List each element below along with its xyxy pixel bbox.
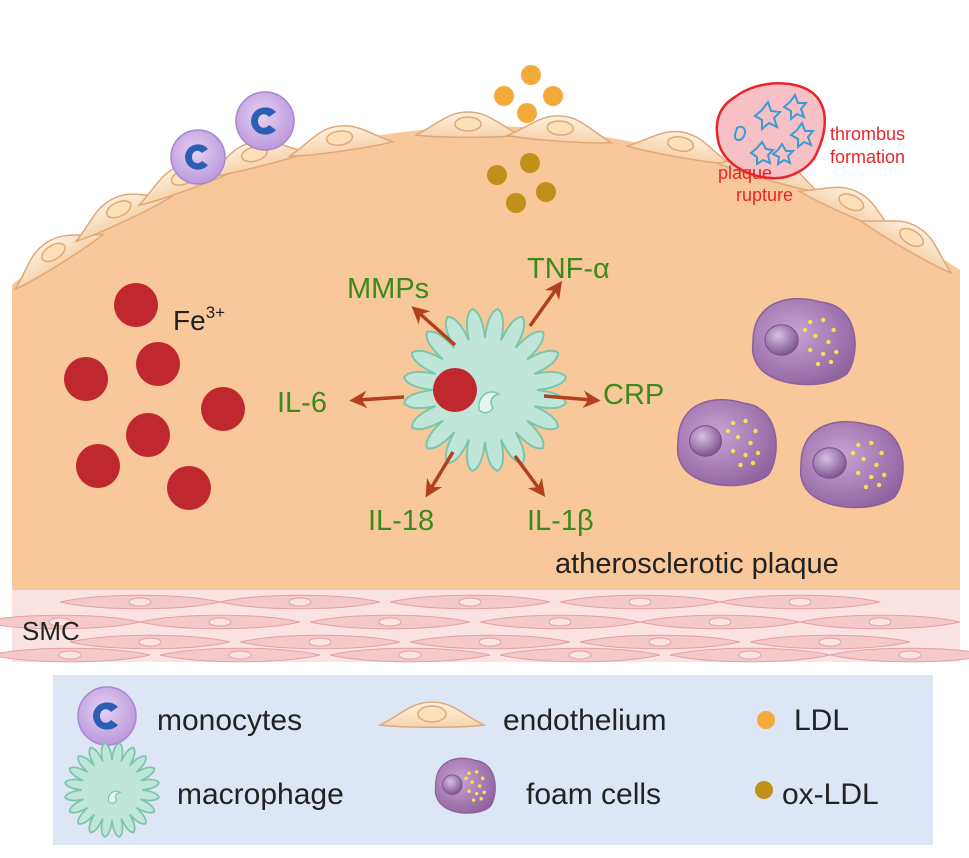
- arrow-il1b: [513, 454, 546, 498]
- thrombus: [715, 82, 826, 180]
- smc-cell: [829, 647, 969, 663]
- label-il1b: IL-1β: [527, 505, 594, 537]
- oxldl-particles: [487, 153, 556, 213]
- legend-foam-cells-text: foam cells: [526, 778, 661, 811]
- legend-endothelium-text: endothelium: [503, 704, 666, 737]
- legend-ldl-icon: [757, 711, 775, 729]
- label-mmps: MMPs: [347, 273, 429, 305]
- legend-endothelium-icon: [377, 701, 487, 728]
- smc-cell: [0, 647, 151, 663]
- monocyte-1: [170, 129, 226, 185]
- foam-cell-3: [799, 420, 904, 509]
- label-tnf: TNF-α: [527, 253, 610, 285]
- arrow-il6: [349, 390, 405, 409]
- legend-ldl-text: LDL: [794, 704, 849, 737]
- smc-cell: [479, 614, 641, 630]
- smc-cell: [499, 647, 661, 663]
- label-il6: IL-6: [277, 387, 327, 419]
- legend-macrophage-icon: [64, 742, 160, 838]
- arrow-tnf: [528, 280, 563, 328]
- rupture-label-line1: plaque: [718, 163, 772, 183]
- cytokine-arrows: [349, 280, 601, 498]
- ldl-particles: [494, 65, 563, 123]
- smc-cells: [0, 594, 969, 663]
- label-crp: CRP: [603, 379, 664, 411]
- foam-cell-2: [676, 398, 777, 487]
- legend-oxldl-icon: [755, 781, 773, 799]
- legend-monocytes-text: monocytes: [157, 704, 302, 737]
- iron-in-macrophage: [433, 368, 477, 412]
- endothelial-cell: [505, 115, 614, 144]
- iron-particles: [64, 283, 245, 510]
- arrow-mmps: [411, 306, 457, 347]
- smc-cell: [59, 594, 221, 610]
- smc-cell: [159, 647, 321, 663]
- macrophage: [402, 307, 568, 473]
- thrombus-label-line2: formation: [830, 147, 905, 167]
- arrow-crp: [543, 390, 601, 408]
- legend-macrophage-text: macrophage: [177, 778, 344, 811]
- monocyte-2: [235, 91, 295, 151]
- smc-cell: [669, 647, 831, 663]
- endothelial-cell: [858, 220, 953, 275]
- smc-cell: [329, 647, 491, 663]
- legend-oxldl-text: ox-LDL: [782, 778, 879, 811]
- endothelial-cell: [287, 124, 396, 157]
- smc-cell: [719, 594, 881, 610]
- thrombus-label-line1: thrombus: [830, 124, 905, 144]
- plaque-label: atherosclerotic plaque: [555, 548, 839, 580]
- arrow-il18: [425, 451, 455, 498]
- rupture-label-line2: rupture: [736, 185, 793, 205]
- legend-foam-cell-icon: [434, 757, 496, 814]
- smc-cell: [139, 614, 301, 630]
- endothelial-cell: [413, 111, 523, 138]
- endothelial-cell: [74, 193, 173, 243]
- legend-monocyte-icon: [77, 686, 137, 746]
- legend-box: [53, 675, 933, 845]
- label-il18: IL-18: [368, 505, 434, 537]
- smc-cell: [219, 594, 381, 610]
- smc-cell: [409, 634, 571, 650]
- smc-cell: [579, 634, 741, 650]
- smc-cell: [389, 594, 551, 610]
- iron-label: Fe3+: [173, 303, 225, 336]
- smc-cell: [799, 614, 961, 630]
- smc-cell: [749, 634, 911, 650]
- endothelial-cell: [624, 130, 733, 165]
- smc-cell: [239, 634, 401, 650]
- foam-cell-1: [751, 297, 856, 386]
- smc-cell: [309, 614, 471, 630]
- smc-label: SMC: [22, 616, 80, 646]
- smc-cell: [69, 634, 231, 650]
